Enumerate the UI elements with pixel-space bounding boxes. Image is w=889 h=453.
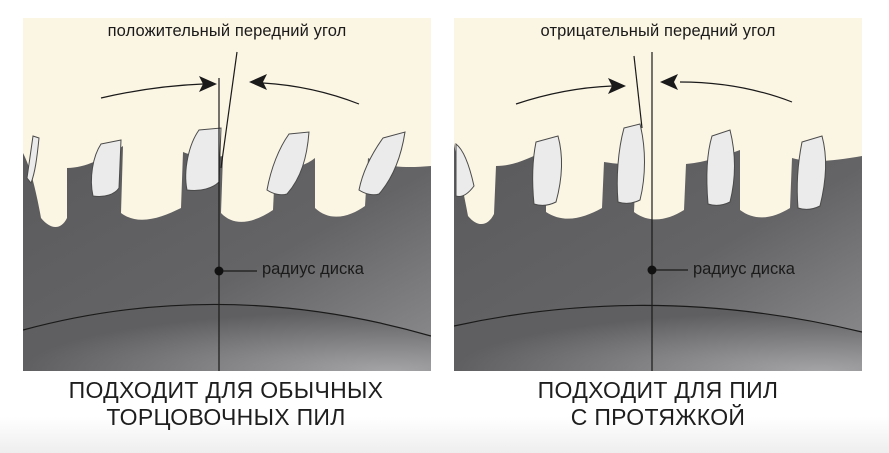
tooth	[532, 135, 563, 206]
tooth	[358, 131, 406, 196]
angle-label: отрицательный передний угол	[540, 22, 776, 40]
caption-line: ПОДХОДИТ ДЛЯ ПИЛ	[537, 377, 779, 403]
hub-arc	[23, 303, 431, 337]
tooth	[26, 135, 40, 184]
positive-rake-diagram	[23, 18, 431, 371]
angle-label: положительный передний угол	[107, 22, 347, 40]
left-arrowhead	[608, 78, 626, 94]
caption-line: С ПРОТЯЖКОЙ	[570, 404, 746, 430]
positive-rake-panel: положительный передний угол радиус диска	[23, 18, 431, 371]
tooth	[796, 135, 827, 210]
tooth	[266, 131, 310, 196]
left-arrowhead	[199, 76, 217, 92]
left-angle-arrow	[100, 83, 204, 99]
saw-teeth	[455, 123, 827, 210]
right-angle-arrow	[679, 81, 793, 103]
tooth	[185, 127, 222, 191]
negative-rake-panel: отрицательный передний угол радиус диска	[454, 18, 862, 371]
center-dot	[647, 265, 657, 275]
blade-hub	[454, 305, 862, 371]
right-caption: ПОДХОДИТ ДЛЯ ПИЛ С ПРОТЯЖКОЙ	[443, 377, 873, 431]
tooth	[616, 123, 645, 204]
left-caption: ПОДХОДИТ ДЛЯ ОБЫЧНЫХ ТОРЦОВОЧНЫХ ПИЛ	[11, 377, 441, 431]
center-dot	[214, 266, 224, 276]
tooth	[455, 142, 475, 197]
radius-label: радиус диска	[262, 260, 364, 278]
tooth	[706, 129, 735, 206]
tooth	[90, 139, 122, 197]
right-arrowhead	[249, 74, 267, 90]
rake-line	[633, 55, 643, 129]
radius-label: радиус диска	[693, 260, 795, 278]
caption-line: ТОРЦОВОЧНЫХ ПИЛ	[106, 404, 346, 430]
rake-line	[220, 51, 238, 169]
left-angle-arrow	[515, 85, 613, 105]
negative-rake-diagram	[454, 18, 862, 371]
saw-teeth	[26, 127, 406, 197]
hub-arc	[454, 304, 862, 333]
blade-hub	[23, 304, 431, 371]
right-angle-arrow	[262, 82, 360, 105]
right-arrowhead	[660, 74, 678, 90]
caption-line: ПОДХОДИТ ДЛЯ ОБЫЧНЫХ	[68, 377, 384, 403]
